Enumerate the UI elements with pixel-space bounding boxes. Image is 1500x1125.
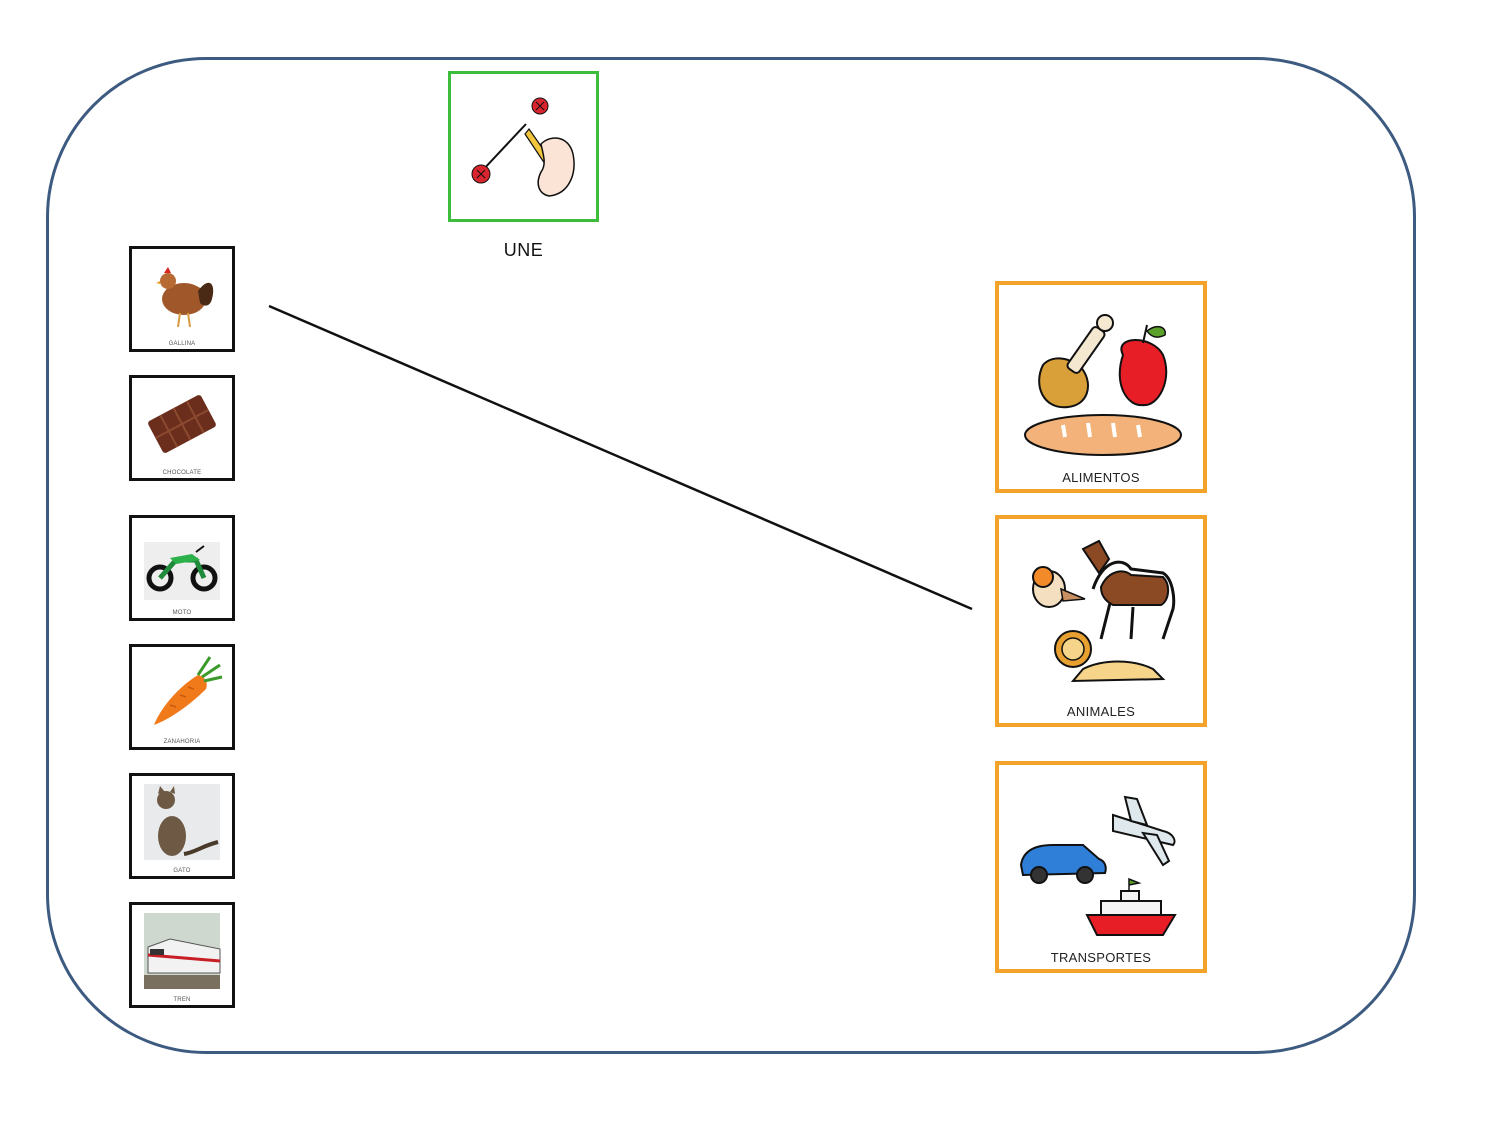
hen-icon [156,267,214,328]
motorcycle-icon [144,542,220,600]
item-label: MOTO [172,610,192,616]
item-card-chocolate[interactable]: CHOCOLATE [129,375,235,481]
instruction-label: UNE [503,240,544,260]
item-label: CHOCOLATE [162,470,202,476]
item-label: GATO [173,868,191,874]
transport-icon [1019,795,1177,936]
item-label: ZANAHORIA [163,739,201,745]
item-card-gato[interactable]: GATO [129,773,235,879]
category-card-animales[interactable]: ANIMALES [995,515,1207,727]
train-icon [144,913,221,989]
worksheet-frame [46,57,1416,1054]
food-icon [1024,314,1182,456]
instruction-card [448,71,599,222]
item-card-gallina[interactable]: GALLINA [129,246,235,352]
category-label: ANIMALES [1066,704,1136,719]
category-label: TRANSPORTES [1050,950,1152,965]
item-card-tren[interactable]: TREN [129,902,235,1008]
item-label: TREN [173,997,191,1003]
carrot-icon [154,656,223,725]
category-card-alimentos[interactable]: ALIMENTOS [995,281,1207,493]
cat-icon [144,784,220,860]
animals-icon [1032,539,1176,683]
draw-line-icon [471,97,575,197]
item-card-moto[interactable]: MOTO [129,515,235,621]
category-label: ALIMENTOS [1062,470,1140,485]
category-card-transportes[interactable]: TRANSPORTES [995,761,1207,973]
item-label: GALLINA [168,341,196,347]
chocolate-icon [148,395,216,453]
item-card-zanahoria[interactable]: ZANAHORIA [129,644,235,750]
